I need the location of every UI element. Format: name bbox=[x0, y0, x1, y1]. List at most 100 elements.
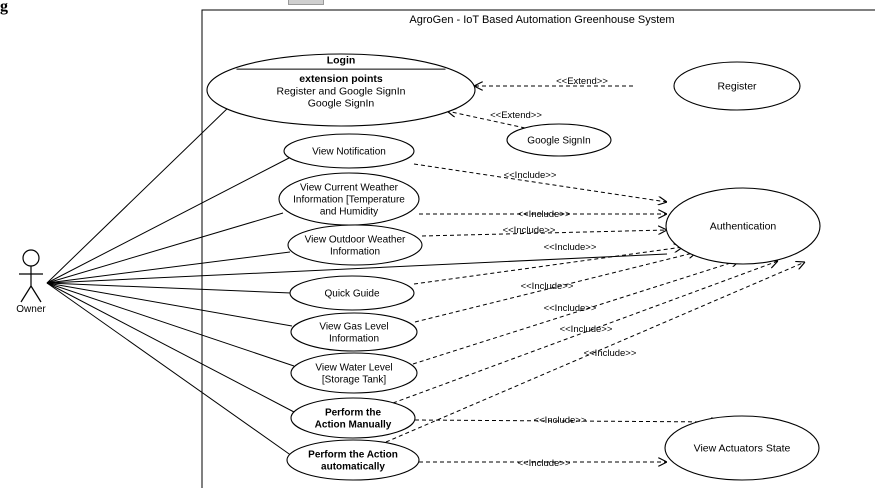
association-view-notification bbox=[46, 157, 290, 284]
stereotype-label: <<Include>> bbox=[521, 281, 574, 292]
dependency-arrow bbox=[392, 261, 778, 404]
association-perform-automatically bbox=[46, 282, 293, 457]
relation-register-to-login: <<Extend>> bbox=[474, 76, 633, 87]
dependency-arrow bbox=[414, 420, 720, 422]
use-case-ellipse bbox=[290, 312, 418, 352]
dependency-arrow bbox=[421, 230, 667, 237]
use-case-label-line: and Humidity bbox=[320, 207, 378, 218]
use-case-label-line: Google SignIn bbox=[308, 98, 375, 110]
actor-right-leg-icon bbox=[30, 285, 42, 303]
use-case-label-line: [Storage Tank] bbox=[322, 375, 387, 386]
relation-quick-guide-to-authentication: <<Include>> bbox=[413, 242, 683, 285]
dependency-arrow bbox=[447, 111, 526, 129]
use-case-label-line: automatically bbox=[321, 462, 385, 473]
relation-view-notification-to-authentication: <<Include>> bbox=[413, 163, 667, 202]
use-case-label-line: Google SignIn bbox=[527, 136, 590, 147]
use-case-label-line: View Gas Level bbox=[319, 322, 388, 333]
relation-perform-automatically-to-authentication: <<Include>> bbox=[385, 262, 805, 443]
relation-google-signin-to-login: <<Extend>> bbox=[447, 110, 542, 129]
use-case-ellipse bbox=[506, 123, 612, 157]
association-login bbox=[46, 103, 233, 284]
use-case-label-line: Information [Temperature bbox=[293, 195, 405, 206]
use-case-ellipse bbox=[289, 275, 415, 311]
association-view-current-weather bbox=[46, 212, 284, 284]
use-case-authentication[interactable]: Authentication bbox=[665, 187, 821, 265]
relation-view-gas-level-to-authentication: <<Include>> bbox=[414, 252, 697, 323]
association-view-water-level bbox=[46, 282, 295, 367]
use-case-ellipse bbox=[290, 397, 416, 439]
use-case-label-line: Authentication bbox=[710, 221, 777, 233]
use-case-label-line: Perform the bbox=[325, 408, 382, 419]
use-case-label-line: View Actuators State bbox=[694, 443, 791, 455]
use-case-ellipse bbox=[664, 415, 820, 481]
relation-perform-manually-to-view-actuators-state: <<Include>> bbox=[414, 415, 720, 426]
use-case-view-water-level[interactable]: View Water Level[Storage Tank] bbox=[290, 352, 418, 394]
stereotype-label: <<Include>> bbox=[503, 225, 556, 236]
association-perform-manually bbox=[46, 282, 295, 413]
use-case-quick-guide[interactable]: Quick Guide bbox=[289, 275, 415, 311]
use-case-label-line: Information bbox=[330, 247, 380, 258]
system-title: AgroGen - IoT Based Automation Greenhous… bbox=[409, 14, 674, 26]
use-case-ellipse bbox=[206, 53, 476, 127]
stereotype-label: <<Include>> bbox=[544, 303, 597, 314]
actor-left-leg-icon bbox=[20, 285, 32, 303]
stereotype-label: <<Include>> bbox=[504, 170, 557, 181]
use-case-label-line: Perform the Action bbox=[308, 450, 398, 461]
relation-view-current-weather-to-authentication: <<Include>> bbox=[419, 209, 667, 220]
stereotype-label: <<Include>> bbox=[534, 415, 587, 426]
corner-label: g bbox=[0, 0, 8, 15]
use-case-label-line: View Water Level bbox=[315, 363, 392, 374]
use-case-view-notification[interactable]: View Notification bbox=[283, 133, 415, 169]
use-case-ellipse bbox=[287, 224, 423, 266]
owner-actor[interactable] bbox=[19, 249, 43, 303]
use-case-register[interactable]: Register bbox=[673, 61, 801, 111]
use-case-ellipse bbox=[673, 61, 801, 111]
use-case-ellipse bbox=[290, 352, 418, 394]
relation-perform-manually-to-authentication: <<Include>> bbox=[392, 261, 778, 404]
dependency-arrow bbox=[413, 163, 667, 202]
use-case-label-line: View Current Weather bbox=[300, 183, 399, 194]
tab-strip bbox=[288, 0, 324, 5]
association-authentication bbox=[46, 253, 668, 284]
use-case-label-line: Register bbox=[717, 81, 757, 93]
actor-label: Owner bbox=[16, 304, 46, 315]
dependency-arrow bbox=[413, 247, 683, 285]
use-case-label-line: View Notification bbox=[312, 147, 386, 158]
use-case-label-line: Quick Guide bbox=[324, 289, 379, 300]
stereotype-label: <<Extend>> bbox=[556, 76, 608, 87]
association-view-gas-level bbox=[46, 282, 293, 327]
stereotype-label: <<Include>> bbox=[584, 348, 637, 359]
stereotype-label: <<Include>> bbox=[518, 458, 571, 469]
use-case-label-line: View Outdoor Weather bbox=[305, 235, 406, 246]
stereotype-label: <<Include>> bbox=[518, 209, 571, 220]
association-view-outdoor-weather bbox=[46, 251, 291, 284]
use-case-label-line: extension points bbox=[299, 73, 383, 85]
use-case-label-line: Information bbox=[329, 334, 379, 345]
stereotype-label: <<Include>> bbox=[544, 242, 597, 253]
use-case-label-line: Login bbox=[327, 55, 356, 67]
relation-perform-automatically-to-view-actuators-state: <<Include>> bbox=[419, 458, 667, 469]
relation-view-water-level-to-authentication: <<Include>> bbox=[412, 260, 740, 365]
use-case-view-actuators-state[interactable]: View Actuators State bbox=[664, 415, 820, 481]
use-case-label-line: Register and Google SignIn bbox=[277, 85, 406, 97]
use-case-ellipse bbox=[283, 133, 415, 169]
stereotype-label: <<Include>> bbox=[560, 324, 613, 335]
use-case-ellipse bbox=[286, 439, 420, 481]
use-case-ellipse bbox=[665, 187, 821, 265]
dependency-arrow bbox=[412, 260, 740, 365]
association-quick-guide bbox=[46, 282, 292, 294]
actor-head-icon bbox=[22, 249, 40, 267]
relation-view-outdoor-weather-to-authentication: <<Include>> bbox=[421, 225, 667, 237]
dependency-arrow bbox=[385, 262, 805, 443]
use-case-google-signin[interactable]: Google SignIn bbox=[506, 123, 612, 157]
stereotype-label: <<Extend>> bbox=[490, 110, 542, 121]
use-case-label-line: Action Manually bbox=[315, 420, 392, 431]
